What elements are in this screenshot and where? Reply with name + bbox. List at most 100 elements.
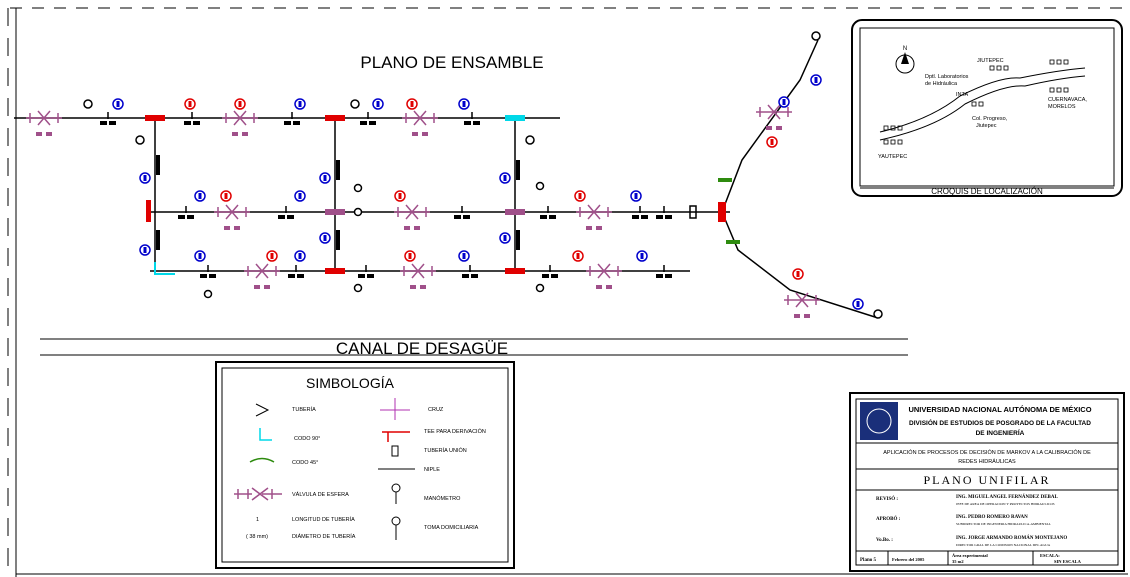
pipe-length-mark <box>264 285 270 289</box>
badge-mark <box>634 193 638 199</box>
plan-number: Plano 5 <box>860 558 876 563</box>
pipe-length-mark <box>542 274 549 278</box>
pipe-length-mark <box>656 215 663 219</box>
elbow-45-icon <box>249 457 275 463</box>
pipe-length-mark <box>596 226 602 230</box>
badge-mark <box>143 247 147 253</box>
pipe-length-mark <box>336 160 340 180</box>
pipe-length-mark <box>412 132 418 136</box>
pipe-length-mark <box>193 121 200 125</box>
gauge-icon <box>873 309 883 319</box>
pipe-length-mark <box>656 274 663 278</box>
map-road-1 <box>879 67 1086 133</box>
place-jiutepec-2: Jiutepec <box>976 123 997 129</box>
ball-valve-icon <box>214 204 250 220</box>
pipe-length-mark <box>187 215 194 219</box>
gauge-icon <box>391 483 401 493</box>
gauge-icon <box>525 135 535 145</box>
gauge-icon <box>350 99 360 109</box>
pipe-length-mark <box>540 215 547 219</box>
pipe-length-mark <box>369 121 376 125</box>
house-tap-icon <box>353 283 363 293</box>
badge-mark <box>578 193 582 199</box>
approver-role: SUBDIRECTOR DE INGENIERIA HIDRAULICA-AMB… <box>956 522 1051 526</box>
pipe-length-mark <box>414 226 420 230</box>
badge-mark <box>503 175 507 181</box>
pipe-length-mark <box>410 285 416 289</box>
tee-icon <box>382 431 410 442</box>
pipe-length-mark <box>297 274 304 278</box>
badge-mark <box>323 175 327 181</box>
ball-valve-icon <box>402 110 438 126</box>
pipe-length-mark <box>606 285 612 289</box>
cross-fitting <box>505 115 525 121</box>
map-caption: CROQUIS DE LOCALIZACIÓN <box>931 187 1043 196</box>
place-lab-2: de Hidráulica <box>925 81 958 87</box>
badge-mark <box>408 253 412 259</box>
pipe-union-icon <box>689 205 697 219</box>
badge-mark <box>814 77 818 83</box>
legend-diam-num: ( 38 mm) <box>246 534 268 540</box>
north-label: N <box>903 46 907 52</box>
ball-valve-icon <box>394 204 430 220</box>
ball-valve-icon <box>576 204 612 220</box>
badge-mark <box>410 101 414 107</box>
unam-seal-icon <box>860 402 898 440</box>
badge-mark <box>782 99 786 105</box>
badge-mark <box>576 253 580 259</box>
tee-fitting <box>145 115 165 121</box>
badge-mark <box>188 101 192 107</box>
badge-mark <box>856 301 860 307</box>
place-yautepec: YAUTEPEC <box>878 154 907 160</box>
pipe-length-mark <box>46 132 52 136</box>
map-inner-frame <box>859 27 1115 187</box>
house-tap-icon <box>353 183 363 193</box>
pipe-length-mark <box>464 121 471 125</box>
legend-codo45: CODO 45° <box>292 460 318 466</box>
ball-valve-icon <box>400 263 436 279</box>
map-frame <box>851 19 1123 197</box>
badge-mark <box>198 193 202 199</box>
pipe-length-mark <box>287 215 294 219</box>
house-tap-icon <box>535 283 545 293</box>
house-tap-icon <box>353 207 363 217</box>
pipe-length-mark <box>794 314 800 318</box>
pipe-length-mark <box>404 226 410 230</box>
pipe-length-mark <box>288 274 295 278</box>
badge-mark <box>298 193 302 199</box>
badge-mark <box>462 101 466 107</box>
badge-mark <box>298 101 302 107</box>
elbow-90-icon <box>259 428 272 441</box>
vobo-name: ING. JORGE ARMANDO ROMÁN MONTEJANO <box>956 535 1067 541</box>
legend-tee: TEE PARA DERIVACIÓN <box>424 428 486 435</box>
legend-union: TUBERÍA UNIÓN <box>424 447 467 454</box>
pipe-length-mark <box>462 274 469 278</box>
legend-tuberia: TUBERÍA <box>292 406 316 413</box>
pipe-length-mark <box>278 215 285 219</box>
badge-mark <box>796 271 800 277</box>
pipe-length-mark <box>471 274 478 278</box>
badge-mark <box>238 101 242 107</box>
tee-fitting <box>505 268 525 274</box>
place-lab: Dptl. Laboratorios <box>925 74 969 80</box>
pipe-length-mark <box>586 226 592 230</box>
legend: SIMBOLOGÍA TUBERÍA CRUZ CODO 90° TEE PAR… <box>215 361 515 569</box>
legend-manometro: MANÓMETRO <box>424 495 461 502</box>
plan-name: PLANO UNIFILAR <box>924 473 1051 487</box>
badge-mark <box>323 235 327 241</box>
pipe-length-mark <box>156 230 160 250</box>
house-tap-icon <box>203 289 213 299</box>
pipe-length-mark <box>473 121 480 125</box>
pipe-length-mark <box>254 285 260 289</box>
division-line-1: DIVISIÓN DE ESTUDIOS DE POSGRADO DE LA F… <box>909 418 1091 427</box>
pipe-length-mark <box>516 230 520 250</box>
north-arrow-point-icon <box>901 52 909 64</box>
area-value: 35 m2 <box>952 559 964 564</box>
title-block-inner <box>855 398 1119 566</box>
location-map: N Dptl. Laboratorios de Hidráulica JIUTE… <box>851 19 1123 197</box>
gauge-icon <box>135 135 145 145</box>
pipe-length-mark <box>367 274 374 278</box>
ball-valve-icon <box>222 110 258 126</box>
pipe-union-icon <box>391 445 399 457</box>
